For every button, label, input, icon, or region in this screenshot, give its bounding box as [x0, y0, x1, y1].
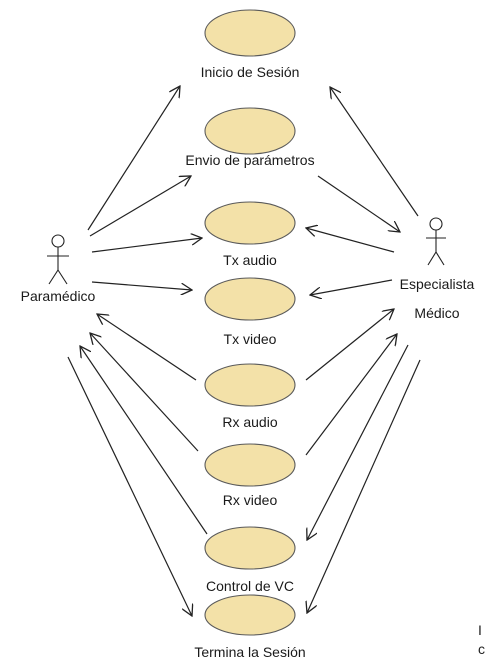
- association-arrow-rx-audio-to-especialista: [305, 309, 394, 381]
- use-case-label: Envio de parámetros: [185, 152, 314, 168]
- use-case-label: Rx audio: [222, 414, 277, 430]
- use-case-termina-sesion[interactable]: Termina la Sesión: [194, 594, 306, 660]
- cropped-edge-text: I c: [478, 621, 488, 661]
- use-case-ellipse: [204, 107, 296, 155]
- use-case-ellipse: [204, 277, 296, 321]
- use-case-ellipse: [204, 594, 296, 636]
- association-arrow-rx-video-to-paramedico: [90, 333, 199, 452]
- association-arrow-paramedico-to-tx-audio: [91, 238, 202, 253]
- association-arrow-especialista-to-inicio-sesion: [330, 87, 419, 217]
- use-case-ellipse: [204, 526, 296, 570]
- cropped-text-line: c: [478, 641, 485, 657]
- use-case-tx-video[interactable]: Tx video: [204, 277, 296, 347]
- actor-label: Paramédico: [21, 288, 96, 304]
- use-case-ellipse: [204, 201, 296, 245]
- use-case-label: Tx video: [224, 331, 277, 347]
- use-case-rx-video[interactable]: Rx video: [204, 443, 296, 508]
- association-arrow-rx-audio-to-paramedico: [97, 314, 197, 381]
- use-case-ellipse: [204, 443, 296, 487]
- use-case-label: Control de VC: [206, 578, 294, 594]
- use-case-tx-audio[interactable]: Tx audio: [204, 201, 296, 268]
- association-arrow-especialista-to-termina-sesion: [307, 359, 421, 613]
- actor-label-line1: Especialista: [400, 276, 475, 292]
- association-arrow-envio-parametros-to-especialista: [317, 175, 400, 232]
- association-lines: [67, 86, 421, 616]
- association-arrow-paramedico-to-inicio-sesion: [87, 86, 180, 231]
- association-arrow-paramedico-to-envio-parametros: [89, 176, 191, 237]
- use-case-label: Inicio de Sesión: [201, 64, 300, 80]
- association-arrow-especialista-to-control-vc: [307, 344, 409, 540]
- stick-figure-icon: [47, 234, 69, 285]
- use-case-ellipse: [204, 363, 296, 407]
- use-case-inicio-sesion[interactable]: Inicio de Sesión: [201, 9, 300, 80]
- use-case-ellipse: [204, 9, 296, 57]
- actor-paramedico[interactable]: Paramédico: [21, 234, 96, 304]
- use-case-envio-parametros[interactable]: Envio de parámetros: [185, 107, 315, 168]
- association-arrow-especialista-to-tx-audio: [306, 228, 395, 253]
- association-arrow-rx-video-to-especialista: [305, 334, 397, 456]
- association-arrow-control-vc-to-paramedico: [80, 346, 208, 535]
- use-case-control-vc[interactable]: Control de VC: [204, 526, 296, 594]
- association-arrow-especialista-to-tx-video: [310, 279, 393, 295]
- actor-label-line2: Médico: [414, 305, 459, 321]
- cropped-text-line: I: [478, 622, 482, 638]
- use-case-rx-audio[interactable]: Rx audio: [204, 363, 296, 430]
- use-case-label: Rx video: [223, 492, 278, 508]
- association-arrow-paramedico-to-termina-sesion: [67, 356, 192, 616]
- use-case-label: Termina la Sesión: [194, 644, 305, 660]
- association-arrow-paramedico-to-tx-video: [91, 281, 192, 290]
- actor-especialista-medico[interactable]: Especialista Médico: [400, 217, 475, 321]
- stick-figure-icon: [426, 217, 446, 266]
- use-case-label: Tx audio: [223, 252, 277, 268]
